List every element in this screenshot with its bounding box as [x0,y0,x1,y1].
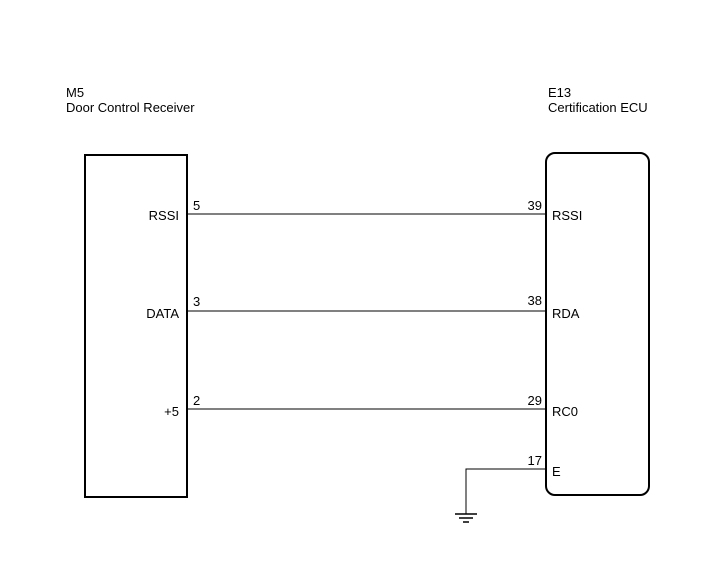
pin-number-e13-38: 38 [527,293,542,308]
pin-number-e13-29: 29 [527,393,542,408]
pin-number-e13-17: 17 [527,453,542,468]
terminal-label-rc0-right: RC0 [552,404,579,419]
right-component-name: Certification ECU [548,100,648,115]
right-component-code: E13 [548,85,572,100]
pin-number-m5-5: 5 [193,198,201,213]
wire-ground [465,468,546,514]
ground-icon [455,513,477,523]
terminal-label-rssi-left: RSSI [148,208,179,223]
left-component-code: M5 [66,85,85,100]
terminal-label-data-left: DATA [146,306,179,321]
pin-number-e13-39: 39 [527,198,542,213]
left-component-name: Door Control Receiver [66,100,195,115]
terminal-label-rssi-right: RSSI [552,208,583,223]
pin-number-m5-2: 2 [193,393,201,408]
terminal-label-e-right: E [552,464,561,479]
terminal-label-rda-right: RDA [552,306,580,321]
pin-number-m5-3: 3 [193,294,201,309]
terminal-label-plus5-left: +5 [164,404,179,419]
door-control-receiver-box [84,154,188,498]
certification-ecu-box [545,152,650,496]
